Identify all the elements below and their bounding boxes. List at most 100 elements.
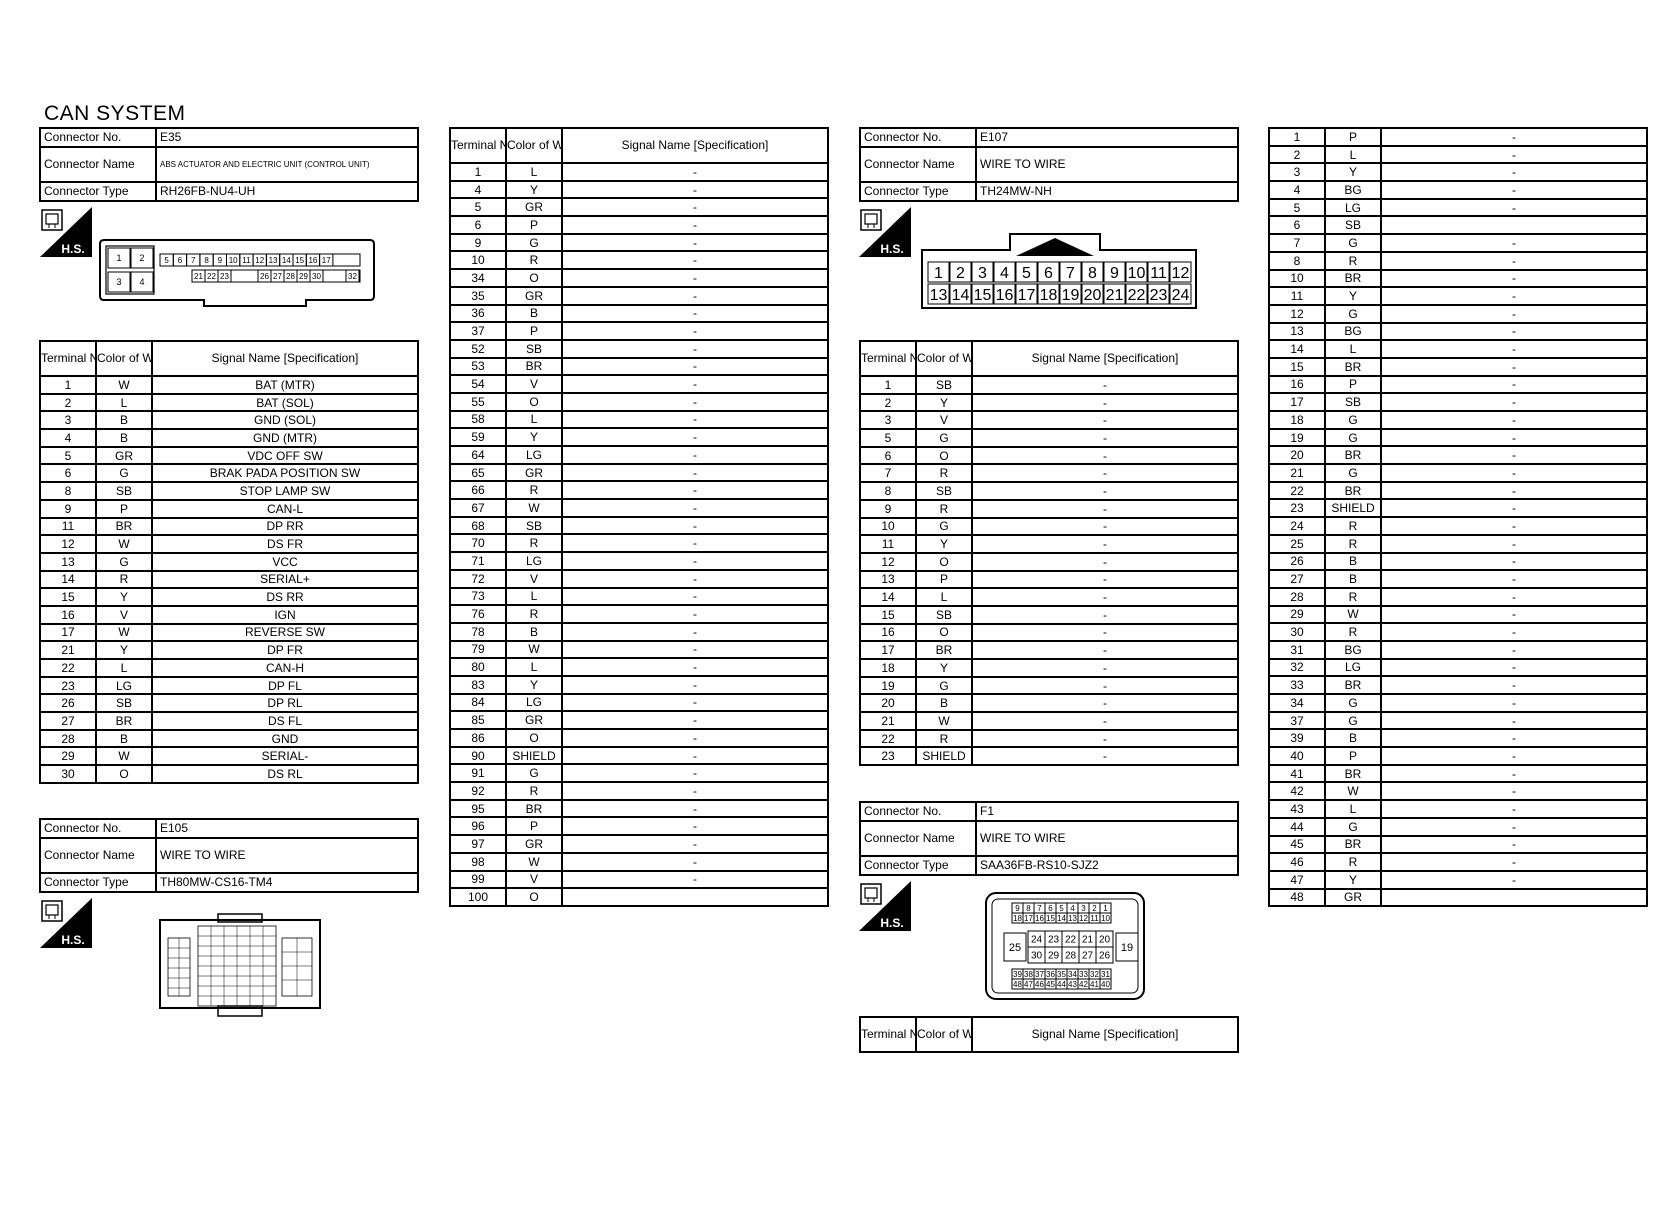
svg-text:32: 32 bbox=[1090, 970, 1099, 979]
svg-text:26: 26 bbox=[1099, 951, 1111, 962]
signal-name-cell: - bbox=[1380, 533, 1648, 554]
signal-name-cell: - bbox=[1380, 569, 1648, 589]
svg-text:38: 38 bbox=[1024, 970, 1033, 979]
connector-pin: 28 bbox=[283, 269, 298, 283]
wire-color-cell: R bbox=[915, 728, 973, 749]
signal-name-cell: - bbox=[1380, 480, 1648, 501]
connector-pin: 7 bbox=[1059, 261, 1082, 283]
wire-color-cell: GR bbox=[505, 285, 563, 306]
svg-text:5: 5 bbox=[1059, 904, 1064, 913]
terminal-no-cell: 15 bbox=[859, 604, 917, 625]
connector-pin: 13 bbox=[1066, 912, 1079, 924]
wire-color-cell: B bbox=[505, 303, 563, 324]
svg-text:14: 14 bbox=[282, 256, 291, 265]
terminal-no-cell: 28 bbox=[39, 728, 97, 749]
connector-pin: 18 bbox=[1011, 912, 1024, 924]
wire-color-cell: L bbox=[1324, 799, 1382, 819]
wire-color-cell: R bbox=[1324, 586, 1382, 607]
signal-name-cell: - bbox=[1380, 675, 1648, 695]
connector-pin: 1 bbox=[927, 261, 950, 283]
svg-text:23: 23 bbox=[1150, 287, 1168, 304]
connector-pin: 9 bbox=[1011, 902, 1024, 914]
wire-color-cell: BR bbox=[1324, 445, 1382, 466]
connector-pin: 26 bbox=[1095, 946, 1114, 964]
signal-name-cell: - bbox=[971, 640, 1239, 660]
signal-name-cell: - bbox=[971, 498, 1239, 519]
wire-color-cell: G bbox=[1324, 410, 1382, 430]
terminal-no-cell: 30 bbox=[39, 764, 97, 784]
signal-name-cell: - bbox=[971, 728, 1239, 749]
connector-pin: 5 bbox=[1055, 902, 1068, 914]
wire-color-cell: LG bbox=[1324, 197, 1382, 218]
connector-pin: 47 bbox=[1022, 978, 1035, 990]
signal-name-cell: - bbox=[561, 621, 829, 642]
svg-text:2: 2 bbox=[1092, 904, 1097, 913]
wire-color-cell: R bbox=[1324, 516, 1382, 536]
signal-name-cell: - bbox=[971, 551, 1239, 572]
signal-name-cell: - bbox=[1380, 410, 1648, 430]
wire-color-cell: SB bbox=[505, 515, 563, 536]
svg-text:16: 16 bbox=[1035, 914, 1044, 923]
terminal-no-cell: 99 bbox=[449, 869, 507, 890]
terminal-no-header: Terminal No. bbox=[39, 340, 97, 377]
svg-text:32: 32 bbox=[348, 272, 357, 281]
connector-pin: 17 bbox=[1022, 912, 1035, 924]
signal-name-cell: - bbox=[561, 710, 829, 730]
signal-name-cell: - bbox=[1380, 303, 1648, 324]
terminal-no-cell: 34 bbox=[1268, 693, 1326, 713]
wire-color-cell: L bbox=[95, 392, 153, 413]
signal-name-cell: - bbox=[971, 481, 1239, 501]
svg-text:22: 22 bbox=[1065, 935, 1077, 946]
connector-pin: 2 bbox=[1088, 902, 1101, 914]
connector-pin: 11 bbox=[1147, 261, 1170, 283]
connector-pin: 21 bbox=[1078, 930, 1097, 948]
signal-name-cell: GND bbox=[151, 728, 419, 749]
svg-text:29: 29 bbox=[1048, 951, 1060, 962]
signal-name-cell: - bbox=[561, 728, 829, 748]
signal-name-cell: - bbox=[561, 179, 829, 200]
signal-name-cell: - bbox=[561, 321, 829, 341]
connector-pin: 7 bbox=[186, 253, 201, 267]
svg-text:11: 11 bbox=[242, 256, 251, 265]
signal-name-cell: DS FL bbox=[151, 711, 419, 731]
wire-color-cell: Y bbox=[505, 179, 563, 200]
terminal-no-cell: 26 bbox=[39, 693, 97, 714]
terminal-no-cell: 70 bbox=[449, 533, 507, 554]
connector-pin: 39 bbox=[1011, 968, 1024, 980]
svg-text:45: 45 bbox=[1046, 980, 1055, 989]
wire-color-cell: R bbox=[95, 569, 153, 590]
svg-text:H.S.: H.S. bbox=[880, 916, 903, 930]
svg-text:12: 12 bbox=[1172, 265, 1190, 282]
signal-name-cell: - bbox=[561, 232, 829, 253]
terminal-no-cell: 5 bbox=[1268, 197, 1326, 218]
signal-name-cell: - bbox=[1380, 657, 1648, 678]
signal-name-cell: - bbox=[561, 551, 829, 571]
